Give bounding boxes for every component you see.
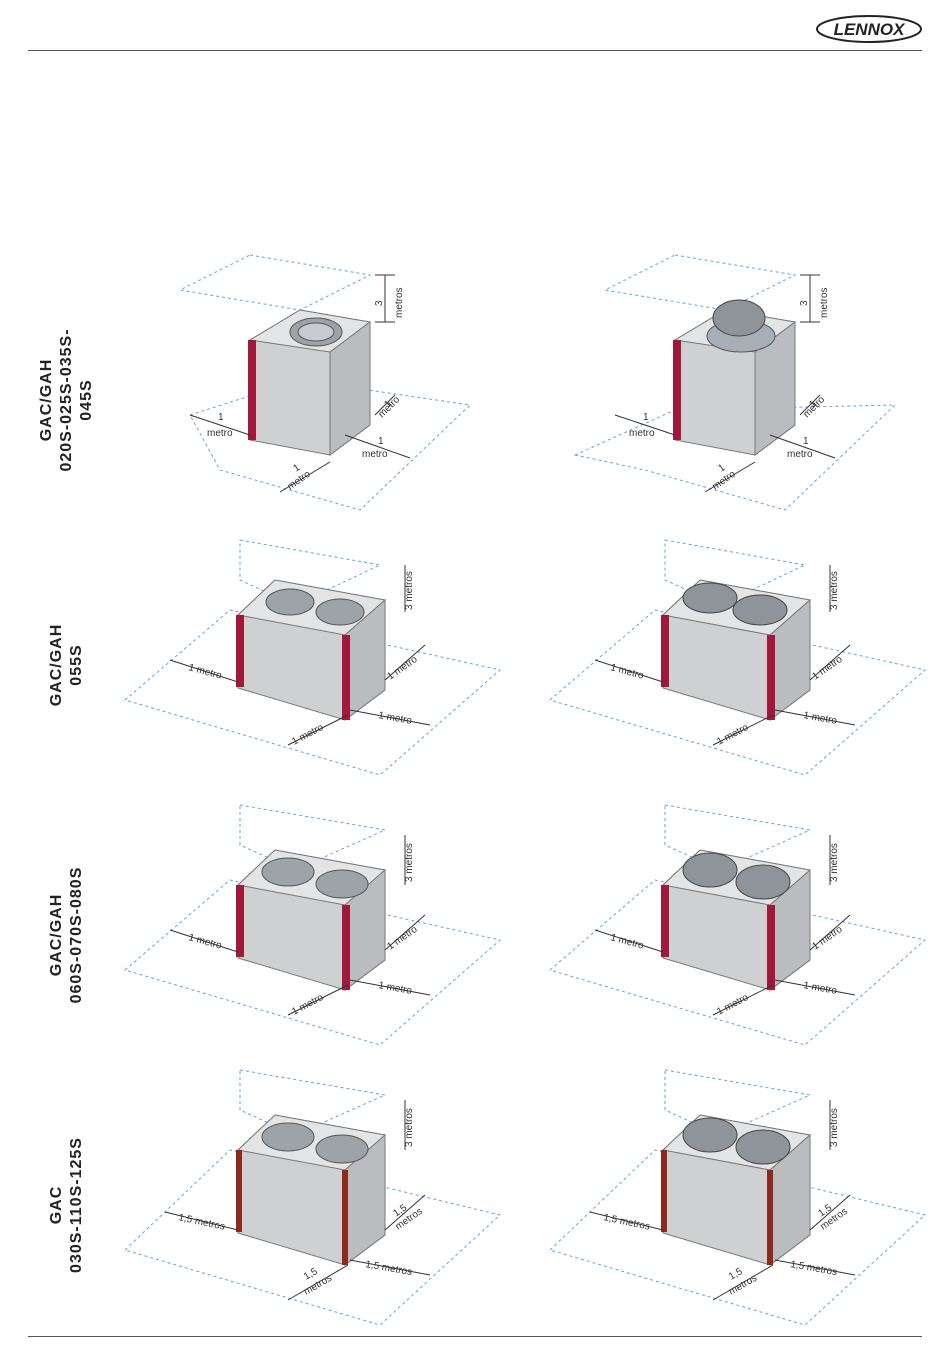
footer-rule [28,1336,922,1337]
svg-text:1: 1 [643,412,649,423]
svg-text:1 metro: 1 metro [377,710,413,727]
svg-text:metros: metros [819,287,830,318]
unit-diagram-1-left: 3 metros 1 metro 1 metro 1 metro 1 metro [178,254,472,511]
svg-text:1 metro: 1 metro [609,662,645,682]
svg-text:1: 1 [803,436,809,447]
svg-text:1,5 metros: 1,5 metros [364,1259,412,1278]
header-rule [28,50,922,51]
unit-diagram-2-left: 3 metros 1 metro 1 metro 1 metro 1 metro [123,539,502,776]
svg-text:metro: metro [787,449,813,460]
unit-diagram-3-left: 3 metros 1 metro 1 metro 1 metro 1 metro [123,804,502,1046]
svg-text:metro: metro [629,428,655,439]
svg-text:1 metro: 1 metro [715,992,750,1018]
svg-text:1 metro: 1 metro [385,654,419,683]
svg-text:1 metro: 1 metro [810,654,844,683]
svg-text:1 metro: 1 metro [187,662,223,682]
svg-text:1: 1 [378,436,384,447]
svg-text:1,5 metros: 1,5 metros [177,1212,226,1233]
svg-text:1 metro: 1 metro [290,722,325,748]
unit-diagram-4-right: 3 metros 1,5 metros 1,5 metros 1,5 metro… [549,1069,927,1326]
svg-text:1 metro: 1 metro [802,980,838,997]
svg-text:1 metro: 1 metro [377,980,413,997]
lennox-logo: LENNOX [816,15,922,43]
svg-text:3: 3 [799,300,810,306]
svg-text:3 metros: 3 metros [829,843,840,882]
svg-text:3 metros: 3 metros [404,571,415,610]
svg-text:LENNOX: LENNOX [834,20,907,39]
svg-text:3 metros: 3 metros [829,571,840,610]
svg-text:metro: metro [362,449,388,460]
svg-text:3 metros: 3 metros [404,1108,415,1147]
svg-text:3 metros: 3 metros [829,1108,840,1147]
svg-text:1 metro: 1 metro [290,992,325,1018]
svg-text:metro: metro [376,394,402,420]
svg-text:1: 1 [218,412,224,423]
svg-text:1 metro: 1 metro [810,924,844,953]
svg-text:metro: metro [207,428,233,439]
unit-diagram-4-left: 3 metros 1,5 metros 1,5 metros 1,5 metro… [124,1069,502,1326]
unit-diagram-1-right: 3 metros 1 metro 1 metro 1 metro 1 metro [573,254,897,511]
svg-text:3 metros: 3 metros [404,843,415,882]
svg-text:1 metro: 1 metro [715,722,750,748]
svg-text:1 metro: 1 metro [609,932,645,952]
svg-text:1: 1 [716,462,727,474]
svg-text:1: 1 [291,462,302,474]
svg-text:3: 3 [374,300,385,306]
svg-text:1,5 metros: 1,5 metros [602,1212,651,1233]
unit-diagram-2-right: 3 metros 1 metro 1 metro 1 metro 1 metro [548,539,927,776]
unit-diagram-3-right: 3 metros 1 metro 1 metro 1 metro 1 metro [548,804,927,1046]
svg-text:1 metro: 1 metro [385,924,419,953]
svg-text:1 metro: 1 metro [802,710,838,727]
svg-text:metros: metros [394,287,405,318]
svg-text:1,5 metros: 1,5 metros [789,1259,837,1278]
svg-text:1 metro: 1 metro [187,932,223,952]
